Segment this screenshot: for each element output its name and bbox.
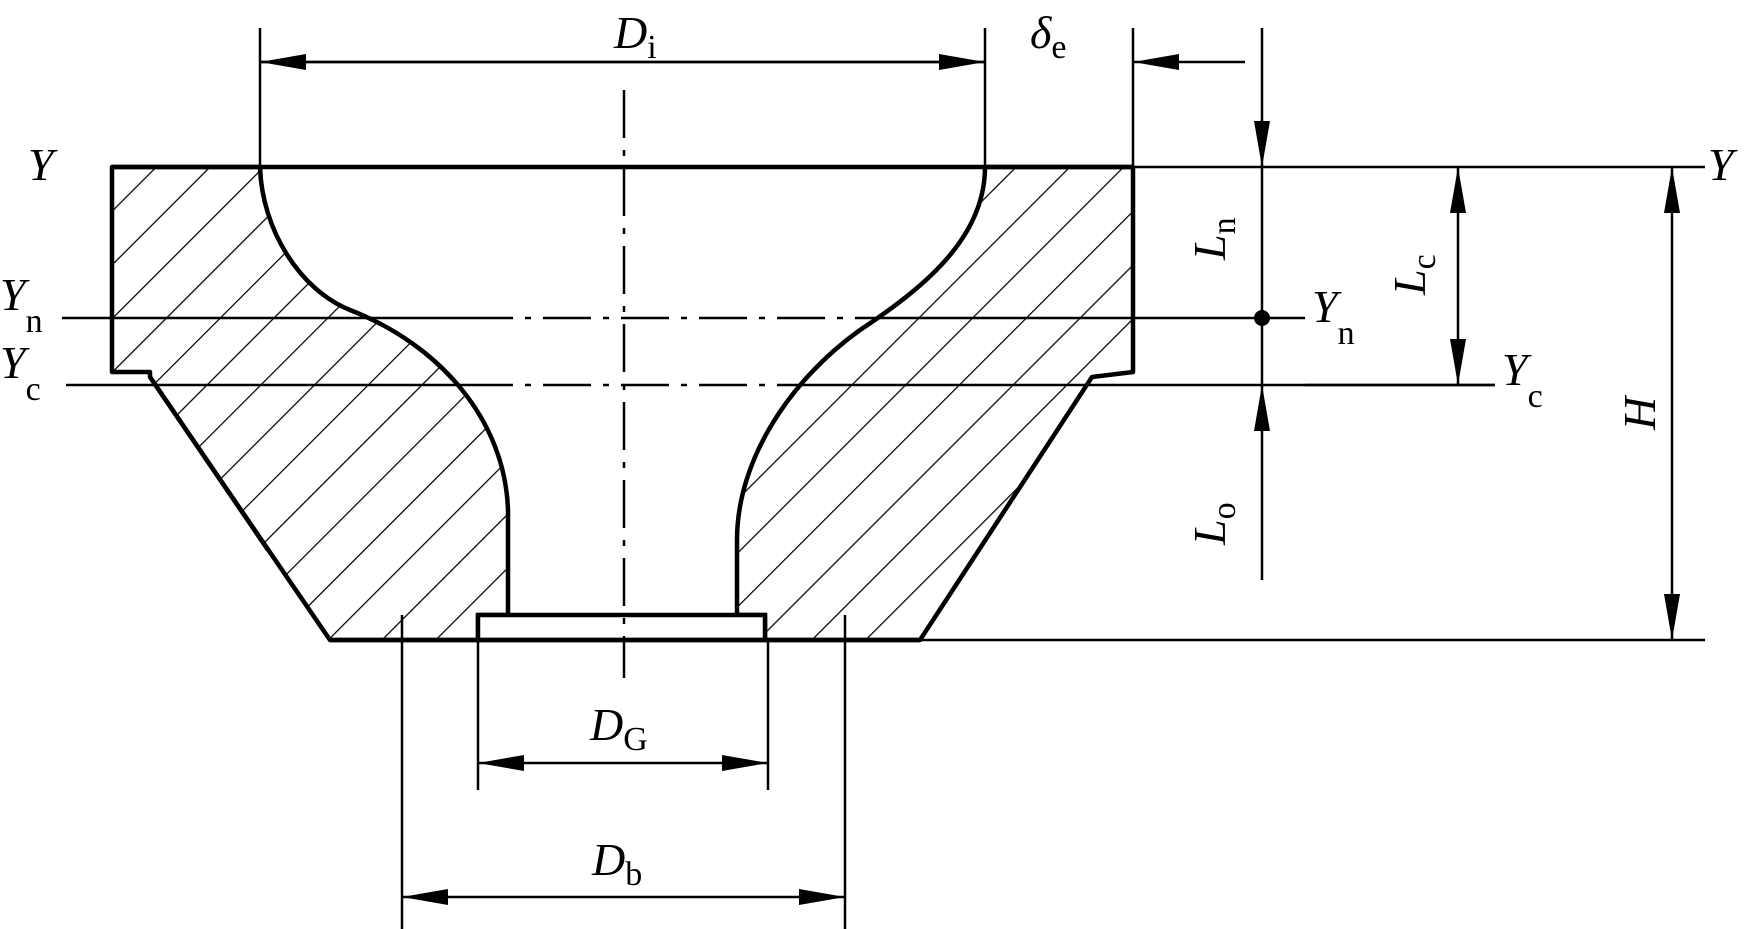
label-DG-sub: G — [623, 721, 648, 758]
label-Di-main: D — [613, 7, 647, 58]
label-Db-main: D — [591, 834, 625, 885]
label-H-group: H — [1614, 394, 1665, 431]
label-Y-left-main: Y — [28, 139, 58, 190]
label-Yc-right: Yc — [1502, 344, 1543, 415]
label-Ln-main: L — [1184, 234, 1235, 261]
label-Lo-group: Lo — [1184, 502, 1243, 546]
label-Yn-left-main: Y — [0, 269, 30, 320]
label-Yc-left: Yc — [0, 337, 41, 408]
label-de: δe — [1030, 7, 1066, 66]
label-Yc-left-main: Y — [0, 337, 30, 388]
label-de-main: δ — [1030, 7, 1052, 58]
label-Lo: Lo — [1184, 502, 1243, 546]
label-Y-left: Y — [28, 139, 58, 190]
label-de-sub: e — [1051, 29, 1066, 66]
label-Yn-right-main: Y — [1312, 281, 1342, 332]
section-left-hatched — [109, 164, 511, 643]
label-Lc-group: Lc — [1384, 254, 1443, 296]
left-outer-second-line — [148, 375, 270, 552]
label-H: H — [1614, 394, 1665, 431]
label-Db: Db — [591, 834, 642, 893]
label-Yn-right: Yn — [1312, 281, 1355, 352]
label-Yc-right-main: Y — [1502, 344, 1532, 395]
label-Ln-sub: n — [1206, 217, 1243, 234]
Yn-reference-dot — [1254, 310, 1270, 326]
label-Di: Di — [613, 7, 657, 66]
label-H-main: H — [1614, 394, 1665, 431]
label-Yc-left-sub: c — [26, 371, 41, 408]
label-Ln: Ln — [1184, 217, 1243, 261]
label-Lo-main: L — [1184, 519, 1235, 546]
label-Yn-left: Yn — [0, 269, 43, 340]
gasket-seat — [475, 612, 768, 643]
label-Db-sub: b — [625, 856, 642, 893]
label-Y-right-main: Y — [1708, 139, 1738, 190]
label-Yn-right-sub: n — [1338, 315, 1355, 352]
label-Lc-main: L — [1384, 269, 1435, 296]
section-right-hatched — [734, 164, 1136, 643]
label-Di-sub: i — [647, 29, 656, 66]
label-Y-right: Y — [1708, 139, 1738, 190]
label-Lc-sub: c — [1406, 254, 1443, 269]
label-Yn-left-sub: n — [26, 303, 43, 340]
label-DG: DG — [589, 699, 648, 758]
label-Ln-group: Ln — [1184, 217, 1243, 261]
label-DG-main: D — [589, 699, 623, 750]
label-Lc: Lc — [1384, 254, 1443, 296]
label-Yc-right-sub: c — [1528, 378, 1543, 415]
label-Lo-sub: o — [1206, 502, 1243, 519]
